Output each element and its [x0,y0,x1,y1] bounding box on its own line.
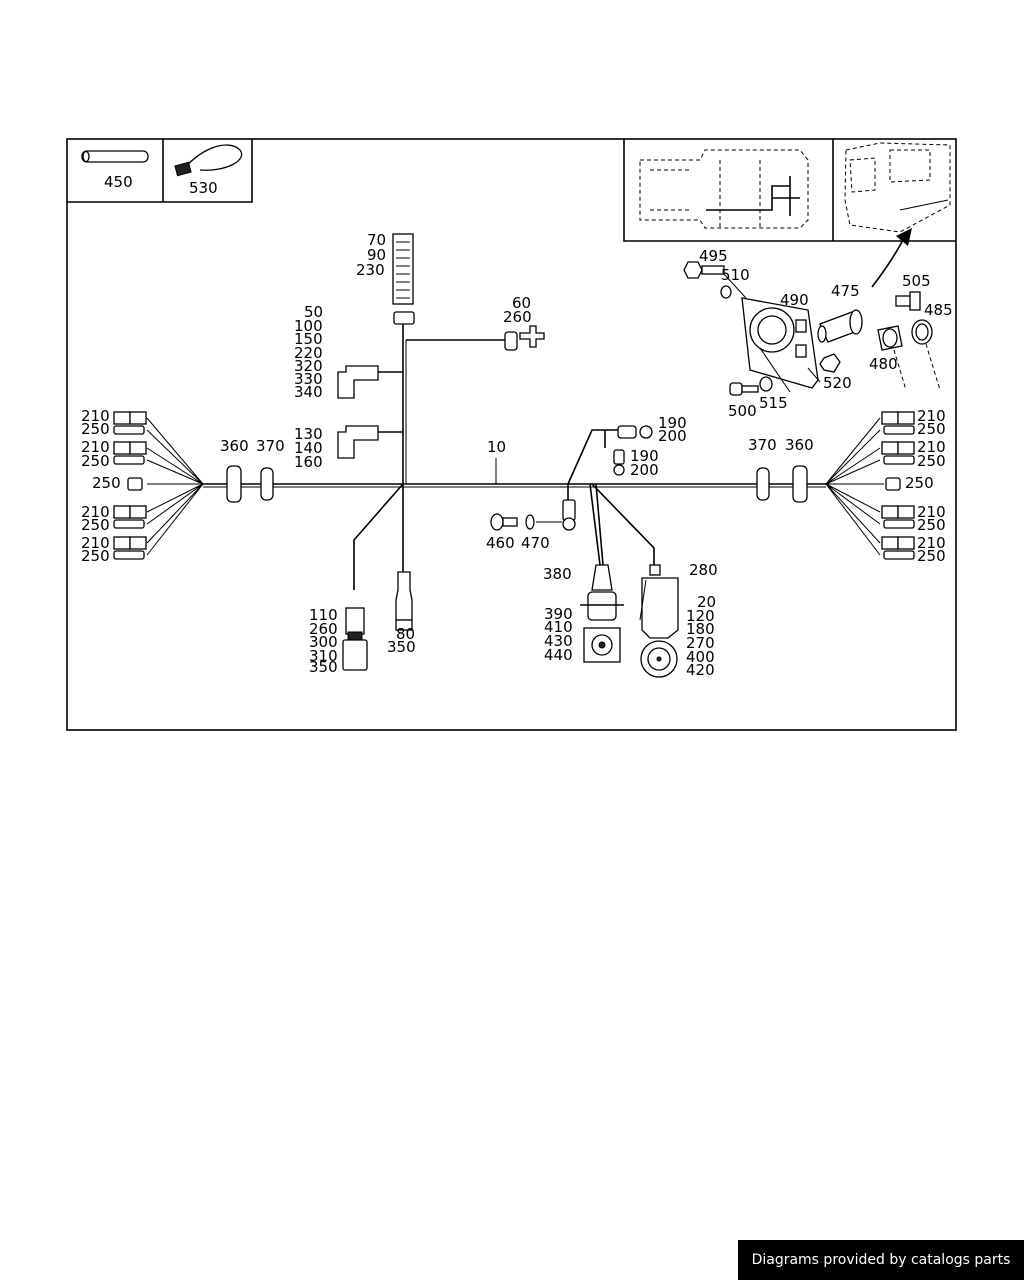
callout: 360 [785,436,814,454]
main-trunk [203,458,826,503]
left-connectors [113,411,204,560]
callout: 210 [81,534,110,552]
callout: 180 [686,620,715,638]
callout: 310 [309,647,338,665]
callout: 490 [780,291,809,309]
callout: 60 [512,294,531,312]
callout: 495 [699,247,728,265]
callout: 70 [367,231,386,249]
screw-460 [490,513,562,531]
callout: 430 [544,632,573,650]
callout: 200 [630,461,659,479]
callout: 230 [356,261,385,279]
callout: 160 [294,453,323,471]
callout: 475 [831,282,860,300]
callout: 505 [902,272,931,290]
callout: 210 [917,534,946,552]
callout: 20 [697,593,716,611]
callout: 460 [486,534,515,552]
callout: 210 [81,503,110,521]
callout: 140 [294,439,323,457]
callout: 300 [309,633,338,651]
callout: 350 [309,658,338,676]
callout: 270 [686,634,715,652]
label-450: 450 [104,173,133,191]
legend-box [67,139,253,203]
callout: 50 [304,303,323,321]
lower-left-branches [342,483,413,671]
callout: 250 [92,474,121,492]
callout: 510 [721,266,750,284]
callout: 480 [869,355,898,373]
callout: 250 [917,420,946,438]
callout: 210 [81,438,110,456]
callout: 210 [917,438,946,456]
callout: 380 [543,565,572,583]
callout: 80 [396,625,415,643]
callout: 250 [917,516,946,534]
callout: 250 [905,474,934,492]
callout: 250 [81,547,110,565]
callout: 520 [823,374,852,392]
callout: 260 [503,308,532,326]
callout: 210 [917,503,946,521]
vehicle-inset [623,139,956,242]
upper-branch [337,233,545,484]
callout: 250 [81,516,110,534]
callout: 390 [544,605,573,623]
callout: 410 [544,618,573,636]
socket-assembly [683,261,941,396]
callout: 260 [309,620,338,638]
callout: 120 [686,607,715,625]
callout: 130 [294,425,323,443]
callout: 250 [81,452,110,470]
callout: 470 [521,534,550,552]
callout: 320 [294,357,323,375]
central-connectors [580,483,679,678]
callout: 250 [917,452,946,470]
callout: 515 [759,394,788,412]
callout: 150 [294,330,323,348]
callout: 485 [924,301,953,319]
callout: 340 [294,383,323,401]
callout: 210 [917,407,946,425]
callout: 210 [81,407,110,425]
callout: 500 [728,402,757,420]
callout: 350 [387,638,416,656]
callout: 370 [256,437,285,455]
callout-labels: 10 450 530 70 90 230 60 260 50 100 150 2… [81,173,953,679]
callout: 440 [544,646,573,664]
credit-banner: Diagrams provided by catalogs parts [738,1240,1024,1280]
callout: 330 [294,370,323,388]
label-530: 530 [189,179,218,197]
right-connectors [825,411,915,560]
callout: 110 [309,606,338,624]
pointer-arrow-icon [896,228,912,246]
callout: 250 [917,547,946,565]
callout: 370 [748,436,777,454]
callout: 200 [658,427,687,445]
callout: 250 [81,420,110,438]
diagram-frame [66,138,957,731]
callout: 100 [294,317,323,335]
callout: 190 [658,414,687,432]
callout: 360 [220,437,249,455]
callout: 190 [630,447,659,465]
callout: 90 [367,246,386,264]
callout: 220 [294,344,323,362]
label-trunk: 10 [487,438,506,456]
callout: 280 [689,561,718,579]
callout: 400 [686,648,715,666]
callout: 420 [686,661,715,679]
ground-branch [562,425,653,531]
